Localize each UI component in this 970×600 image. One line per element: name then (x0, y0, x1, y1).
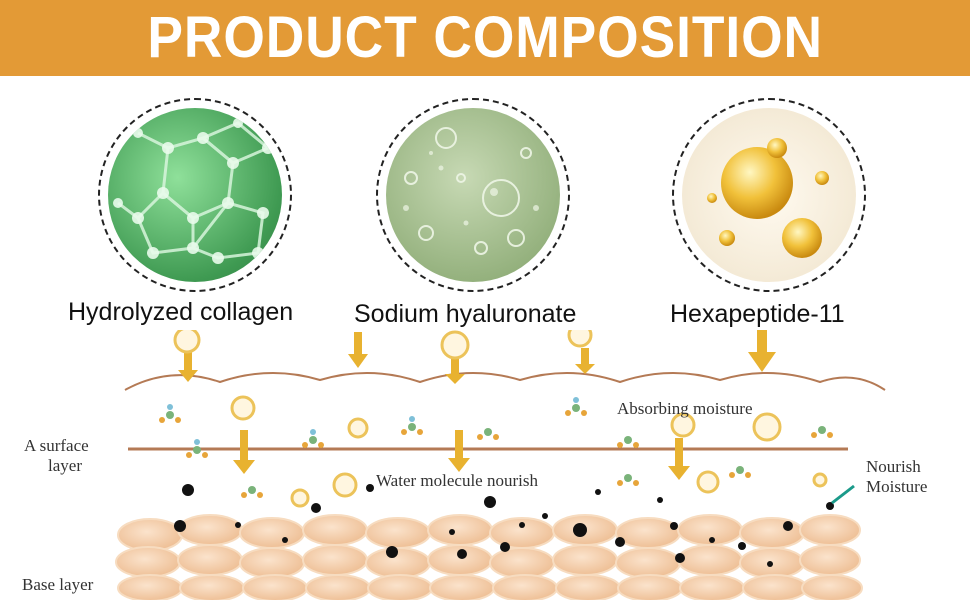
absorbing-moisture-label: Absorbing moisture (617, 399, 753, 418)
nourish-pointer (831, 484, 855, 505)
outer-membrane (124, 371, 886, 391)
ingredient-label-collagen: Hydrolyzed collagen (68, 298, 294, 326)
arrow-6 (233, 430, 255, 474)
peptide-droplets-icon (682, 108, 856, 282)
hyaluronate-bubbles-icon (386, 108, 560, 282)
ingredient-label-hyaluronate: Sodium hyaluronate (354, 300, 577, 328)
arrow-7 (448, 430, 470, 472)
nutrient-particles (174, 484, 834, 567)
hyaluronate-circle (376, 98, 570, 292)
absorption-arrows (178, 330, 776, 480)
collagen-bubbles (173, 330, 828, 508)
arrow-3 (445, 358, 465, 384)
surface-layer-line-2: layer (48, 456, 82, 475)
arrow-2 (348, 332, 368, 368)
nourish-line-1: Nourish (866, 457, 921, 476)
arrow-1 (178, 350, 198, 382)
base-cells (115, 514, 863, 600)
collagen-molecule-icon (108, 108, 282, 282)
skin-layer-diagram (115, 330, 886, 600)
water-molecule-label: Water molecule nourish (376, 471, 538, 490)
surface-layer-line-1: A surface (24, 436, 89, 455)
title-banner: PRODUCT COMPOSITION (0, 0, 970, 76)
nourish-line-2: Moisture (866, 477, 928, 496)
arrow-4 (575, 348, 595, 374)
ingredient-label-hexapeptide: Hexapeptide-11 (670, 300, 845, 328)
page-title: PRODUCT COMPOSITION (147, 5, 823, 70)
collagen-circle (98, 98, 292, 292)
nourish-moisture-label: Nourish Moisture (866, 457, 927, 497)
surface-layer-label: A surface layer (24, 436, 89, 476)
hexapeptide-circle (672, 98, 866, 292)
arrow-8 (668, 438, 690, 480)
water-molecules (159, 397, 833, 498)
arrow-5 (748, 330, 776, 372)
base-layer-label: Base layer (22, 575, 94, 594)
